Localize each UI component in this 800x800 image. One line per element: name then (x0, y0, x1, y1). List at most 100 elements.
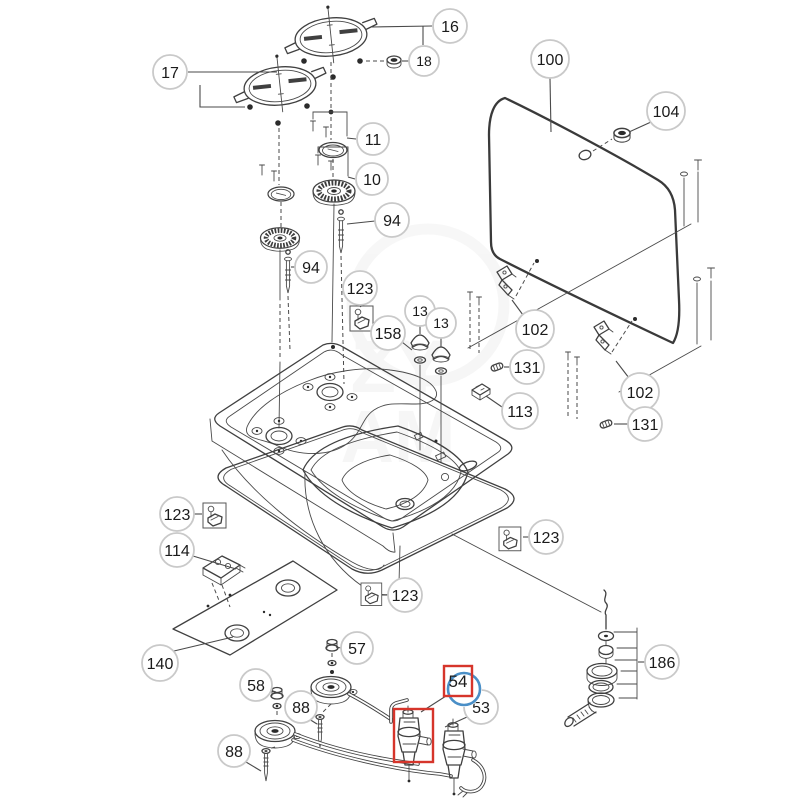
svg-text:11: 11 (365, 132, 382, 149)
callout-94: 94 (291, 250, 328, 284)
callout-140: 140 (141, 636, 234, 682)
svg-text:123: 123 (347, 281, 374, 298)
callout-57: 57 (335, 631, 374, 665)
callout-16: 16 (371, 8, 468, 45)
burner-head-small (260, 228, 299, 429)
svg-text:100: 100 (537, 52, 564, 69)
lid-screws-top (467, 159, 702, 349)
clamp-kit-1 (349, 305, 374, 332)
hob-sink-pan (209, 342, 513, 596)
svg-text:123: 123 (164, 507, 191, 524)
injector-jet-left (261, 747, 271, 782)
callout-123: 123 (342, 270, 378, 308)
callout-88: 88 (284, 690, 318, 725)
drain-assembly (564, 589, 638, 728)
pan-support-grid-17 (227, 47, 332, 185)
burner-cap-large (310, 111, 348, 178)
clamp-kit-4 (360, 582, 383, 607)
callout-104: 104 (628, 91, 686, 133)
svg-text:53: 53 (472, 700, 490, 717)
callout-131: 131 (504, 349, 545, 385)
svg-text:88: 88 (292, 700, 310, 717)
callout-88: 88 (217, 734, 262, 772)
callout-123: 123 (523, 519, 564, 555)
drain-leader-line (451, 533, 602, 613)
seal-gasket (217, 425, 515, 574)
thermostat-domes (410, 334, 451, 482)
clip-113 (471, 383, 491, 401)
svg-text:131: 131 (514, 360, 541, 377)
clamp-kit-3 (498, 526, 522, 552)
svg-text:AM: AM (340, 395, 455, 478)
burner-mount-cross-left (251, 417, 307, 455)
callout-123: 123 (159, 496, 202, 532)
igniter-cap-58 (270, 686, 284, 717)
svg-text:13: 13 (412, 303, 428, 319)
lid-grommet-18 (386, 55, 402, 69)
callout-17: 17 (152, 54, 277, 108)
lid-hinge-right (565, 320, 633, 419)
burner-head-large (313, 146, 355, 343)
thermocouple-94-left (283, 249, 293, 351)
gas-valve-53 (442, 718, 477, 797)
burner-mount-cross-right (302, 373, 358, 411)
svg-text:158: 158 (375, 326, 402, 343)
svg-text:131: 131 (632, 417, 659, 434)
svg-text:104: 104 (653, 104, 680, 121)
svg-text:13: 13 (433, 315, 449, 331)
callout-11: 11 (346, 122, 390, 156)
callout-100: 100 (530, 39, 570, 133)
callout-123: 123 (382, 577, 423, 613)
highlight-ring (446, 671, 482, 707)
callout-94: 94 (346, 202, 410, 238)
callout-186: 186 (638, 644, 680, 680)
callout-131: 131 (614, 406, 663, 442)
thermocouple-94-right (336, 209, 346, 385)
clamp-kit-2 (202, 502, 227, 529)
svg-text:102: 102 (522, 322, 549, 339)
callout-13: 13 (425, 307, 457, 347)
svg-text:186: 186 (649, 655, 676, 672)
callout-10: 10 (347, 162, 389, 196)
watermark: ZY AM (340, 223, 510, 478)
igniter-box (202, 555, 246, 608)
svg-text:140: 140 (147, 656, 174, 673)
callout-113: 113 (485, 392, 539, 430)
venturi-cup-right (310, 675, 358, 705)
svg-text:94: 94 (302, 260, 320, 277)
lid-hinge-left (467, 262, 535, 353)
lid-grommet-104 (613, 127, 631, 143)
svg-text:58: 58 (247, 678, 265, 695)
pan-support-grid-16 (278, 0, 386, 140)
svg-text:16: 16 (441, 19, 459, 36)
heat-shield (172, 560, 338, 656)
svg-text:123: 123 (392, 588, 419, 605)
svg-text:54: 54 (449, 672, 468, 691)
callout-18: 18 (402, 45, 440, 77)
callout-layer: 1617181110949412313131581001041021311131… (141, 8, 686, 772)
svg-text:18: 18 (416, 53, 432, 69)
svg-text:102: 102 (627, 385, 654, 402)
svg-text:57: 57 (348, 641, 366, 658)
svg-text:114: 114 (164, 543, 190, 560)
callout-54: 54 (420, 664, 482, 713)
callout-114: 114 (159, 532, 237, 570)
svg-text:17: 17 (161, 65, 179, 82)
callout-158: 158 (370, 315, 413, 351)
svg-text:123: 123 (533, 530, 560, 547)
svg-text:10: 10 (363, 172, 381, 189)
burner-cap-small (259, 164, 295, 228)
highlight-label-box (442, 664, 474, 698)
sink-bowl (302, 425, 478, 529)
hinge-screw-131-left (489, 361, 505, 373)
svg-text:88: 88 (225, 744, 243, 761)
svg-text:94: 94 (383, 213, 401, 230)
callout-58: 58 (239, 668, 277, 702)
igniter-cap-57 (325, 638, 339, 674)
highlight-part-box (392, 707, 435, 764)
callout-102: 102 (615, 360, 660, 412)
glass-lid (487, 96, 681, 345)
svg-text:113: 113 (507, 404, 533, 421)
